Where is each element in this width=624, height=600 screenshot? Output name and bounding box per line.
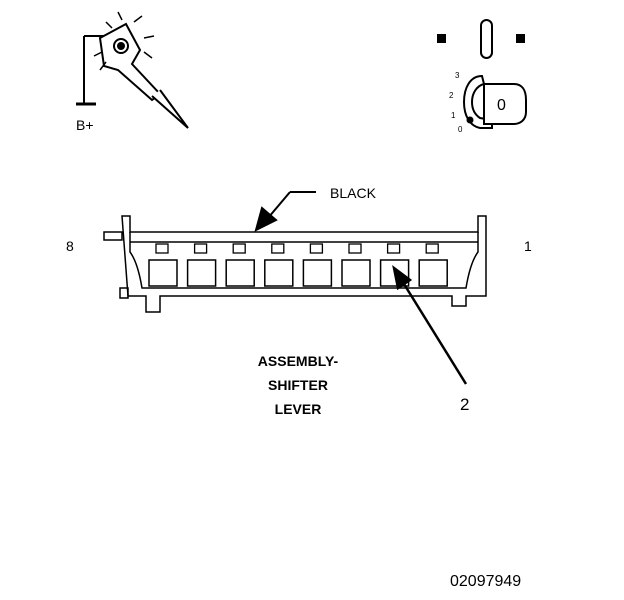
pin-label-right: 1 [524,238,532,254]
cavity-latch-pin-2 [386,243,401,254]
supply-label: B+ [76,117,94,133]
terminal-callout-number: 2 [460,395,469,414]
cavity-latch-pin-1 [425,243,439,254]
component-title-line-3: LEVER [275,401,322,417]
cavity-latch-pin-6 [232,243,246,254]
cavity-pin-4 [302,259,333,287]
pin-label-left: 8 [66,238,74,254]
cavity-pin-1 [418,259,448,287]
ignition-switch-symbol [437,19,527,129]
cavity-latch-pin-4 [309,243,324,254]
cavity-pin-2 [379,259,410,287]
component-title-line-1: ASSEMBLY- [258,353,339,369]
cavity-pin-5 [264,259,294,287]
ignition-position-3: 3 [455,71,460,80]
ignition-position-0: 0 [458,125,463,134]
figure-id: 02097949 [450,573,521,590]
cavity-latch-pin-7 [193,243,208,254]
component-title-line-2: SHIFTER [268,377,328,393]
color-callout-label: BLACK [330,185,377,201]
color-callout-arrow [254,191,316,232]
connector-body [103,215,487,313]
cavity-latch-pin-3 [348,243,362,254]
connector-cavities [148,243,448,287]
cavity-latch-pin-5 [271,243,285,254]
ignition-position-1: 1 [451,111,456,120]
cavity-pin-3 [341,259,371,287]
terminal-callout-arrow [392,265,468,385]
cavity-pin-6 [225,259,255,287]
cavity-latch-pin-8 [155,243,169,254]
ignition-key-label: 0 [497,97,506,114]
ignition-position-2: 2 [449,91,454,100]
cavity-pin-8 [148,259,178,287]
test-light-probe [76,11,189,129]
cavity-pin-7 [186,259,217,287]
